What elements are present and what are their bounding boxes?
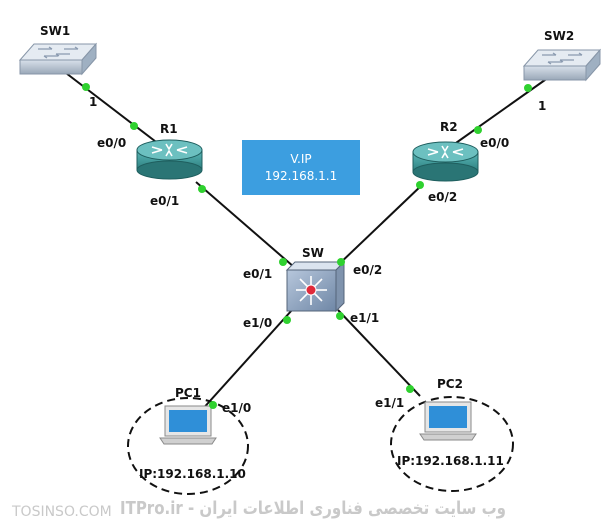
watermark-left: TOSINSO.COM: [11, 504, 112, 520]
link-sw-pc2: [337, 309, 421, 397]
link-sw1-r1: [61, 69, 165, 149]
port-dots: [82, 83, 532, 409]
link-sw2-r2: [445, 74, 553, 151]
port-label-sw-e1-0: e1/0: [243, 316, 272, 330]
port-label-sw-e1-1: e1/1: [350, 311, 379, 325]
port-dot-sw1: [82, 83, 90, 91]
port-dot-sw-e0-2: [337, 258, 345, 266]
port-label-sw2: 1: [538, 99, 546, 113]
pc1-dashed-circle: [127, 397, 249, 495]
link-r1-sw: [195, 181, 295, 268]
link-sw-pc1: [199, 309, 293, 413]
port-dot-r1-e0-0: [130, 122, 138, 130]
port-label-r2-up: e0/0: [480, 136, 509, 150]
port-dot-r2-e0-2: [416, 181, 424, 189]
port-dot-r1-e0-1: [198, 185, 206, 193]
port-label-sw-e0-1: e0/1: [243, 267, 272, 281]
core-switch-label: SW: [302, 246, 324, 260]
port-label-r2-down: e0/2: [428, 190, 457, 204]
port-dot-sw-e0-1: [279, 258, 287, 266]
sw1-label: SW1: [40, 24, 70, 38]
sw2-icon[interactable]: [522, 48, 602, 82]
core-switch-icon[interactable]: [285, 260, 346, 313]
r1-label: R1: [160, 122, 178, 136]
port-label-pc2: e1/1: [375, 396, 404, 410]
pc2-label: PC2: [437, 377, 463, 391]
r2-label: R2: [440, 120, 458, 134]
vip-box: [242, 140, 360, 195]
pc2-computer-icon[interactable]: [419, 401, 477, 441]
port-label-r1-up: e0/0: [97, 136, 126, 150]
sw2-label: SW2: [544, 29, 574, 43]
watermark-right: ITPro.ir - وب سایت تخصصی فناوری اطلاعات …: [120, 498, 506, 519]
pc1-label: PC1: [175, 386, 201, 400]
port-label-sw-e0-2: e0/2: [353, 263, 382, 277]
vip-title: V.IP: [290, 152, 311, 166]
pc2-dashed-circle: [390, 396, 514, 492]
port-dot-r2-e0-0: [474, 126, 482, 134]
pc1-ip: IP:192.168.1.10: [139, 467, 246, 481]
port-dot-pc2: [406, 385, 414, 393]
port-label-r1-down: e0/1: [150, 194, 179, 208]
r2-router-icon[interactable]: [412, 141, 479, 182]
port-label-pc1: e1/0: [222, 401, 251, 415]
pc2-ip: IP:192.168.1.11: [397, 454, 504, 468]
vip-address: 192.168.1.1: [265, 169, 338, 183]
pc1-computer-icon[interactable]: [159, 405, 217, 445]
links: [61, 69, 553, 413]
port-dot-sw2: [524, 84, 532, 92]
link-r2-sw: [335, 183, 424, 268]
port-dot-sw-e1-0: [283, 316, 291, 324]
sw1-icon[interactable]: [18, 42, 98, 76]
port-label-sw1: 1: [89, 95, 97, 109]
r1-router-icon[interactable]: [136, 139, 203, 180]
port-dot-sw-e1-1: [336, 312, 344, 320]
port-dot-pc1: [209, 401, 217, 409]
